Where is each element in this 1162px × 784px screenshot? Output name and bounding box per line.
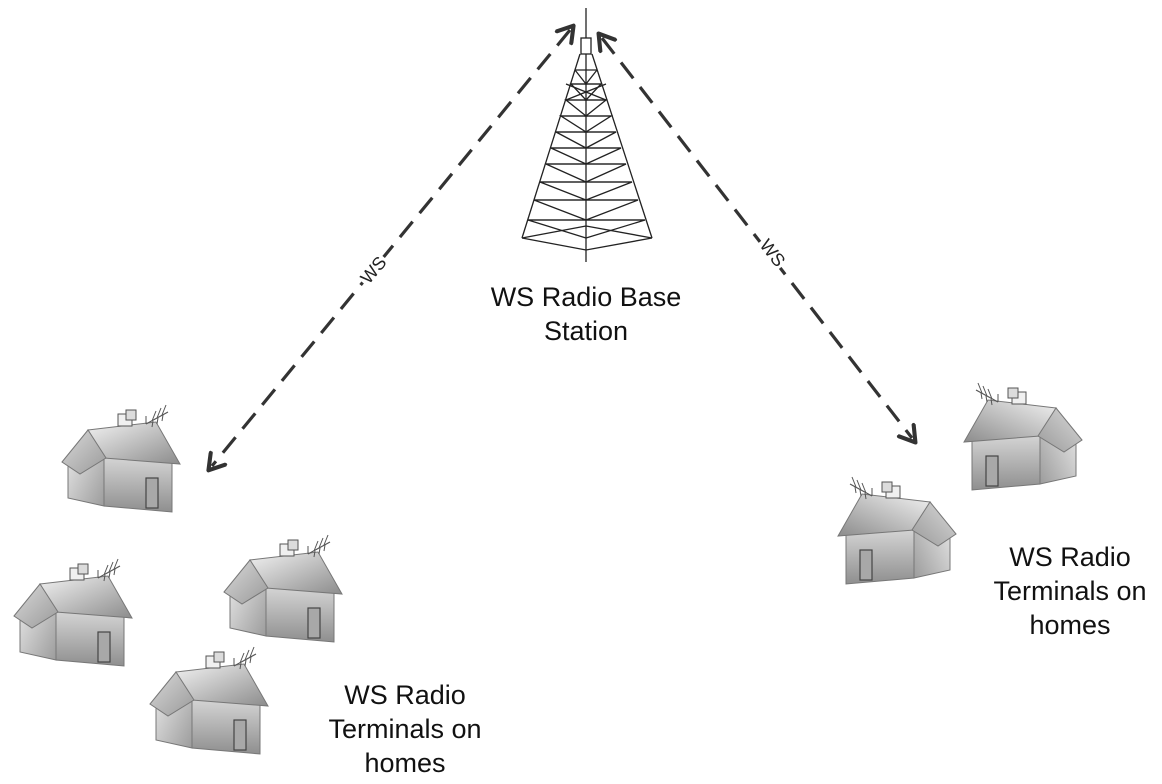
- house-icon: [13, 558, 133, 667]
- house-icon: [223, 534, 343, 643]
- radio-tower-icon: [521, 8, 653, 262]
- house-icon: [838, 477, 956, 584]
- link-line-right: [602, 38, 912, 438]
- base-station-label-line1: WS Radio Base: [490, 282, 682, 312]
- terminals-right-label-line1: WS Radio: [1009, 542, 1131, 572]
- house-icon: [61, 404, 181, 513]
- terminals-left-label-line3: homes: [364, 748, 446, 778]
- terminals-right-label-line2: Terminals on: [993, 576, 1147, 606]
- terminals-right-label-line3: homes: [1029, 610, 1111, 640]
- house-icon: [964, 383, 1082, 490]
- house-icon: [149, 646, 269, 755]
- terminals-left-label: WS Radio Terminals on homes: [310, 678, 500, 780]
- terminals-left-label-line1: WS Radio: [344, 680, 466, 710]
- terminals-left-label-line2: Terminals on: [328, 714, 482, 744]
- base-station-label: WS Radio Base Station: [478, 280, 694, 348]
- base-station-label-line2: Station: [543, 316, 629, 346]
- terminals-right-label: WS Radio Terminals on homes: [980, 540, 1160, 642]
- link-line-left: [212, 30, 570, 466]
